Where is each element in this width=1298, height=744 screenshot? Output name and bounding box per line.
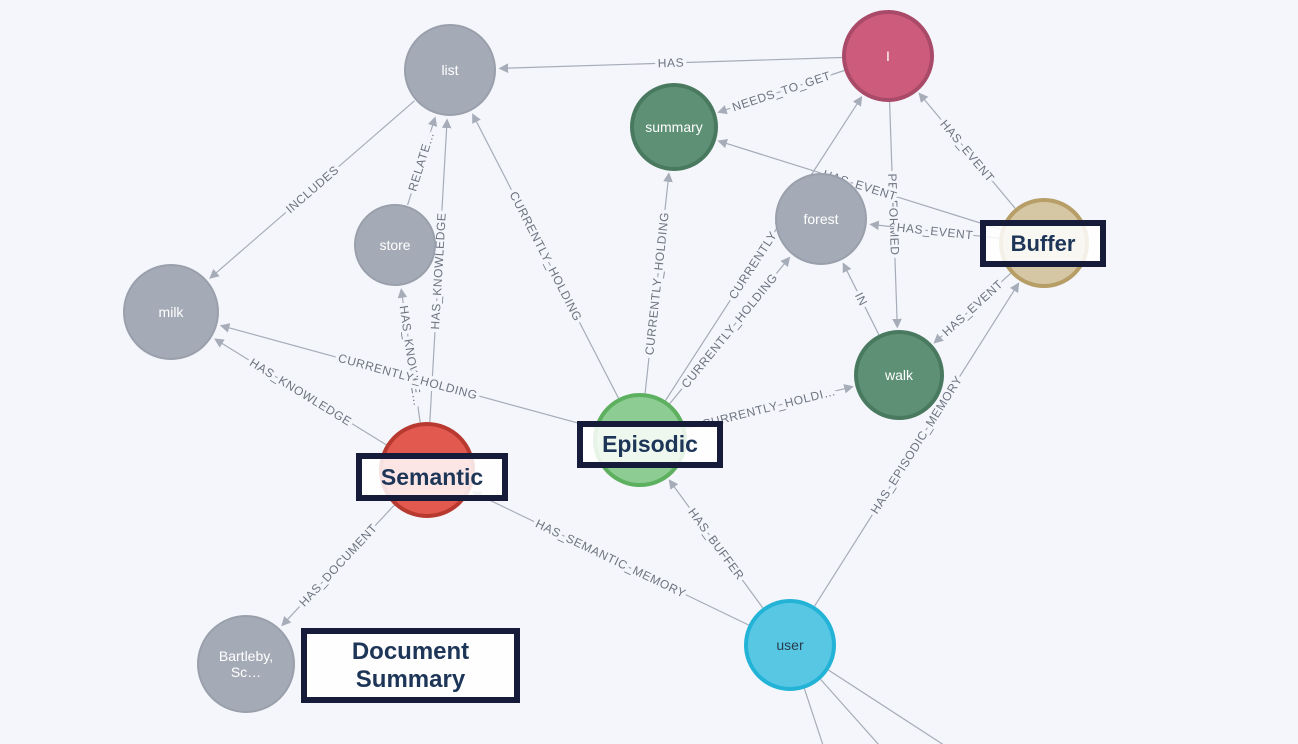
- edge-label-user-episodic: HAS_BUFFER: [685, 506, 747, 583]
- caption-document-summary: Document Summary: [301, 628, 520, 703]
- node-circle[interactable]: [842, 10, 934, 102]
- edge-episodic-milk[interactable]: [219, 323, 595, 429]
- edge-label-i-list: HAS: [658, 55, 685, 70]
- graph-node-walk[interactable]: walk: [854, 330, 944, 420]
- caption-episodic-label: Episodic: [602, 431, 698, 458]
- graph-node-i[interactable]: I: [842, 10, 934, 102]
- edge-label-user-semantic: HAS_SEMANTIC_MEMORY: [533, 516, 688, 600]
- edge-i-list[interactable]: [498, 56, 843, 73]
- graph-node-doc[interactable]: Bartleby,Sc…: [197, 615, 295, 713]
- node-label: forest: [803, 211, 838, 227]
- caption-buffer-label: Buffer: [1010, 230, 1076, 256]
- edge-label-semantic-doc: HAS_DOCUMENT: [296, 521, 380, 609]
- node-label: summary: [645, 119, 703, 135]
- graph-node-user[interactable]: user: [744, 599, 836, 691]
- edge-user-off1[interactable]: [803, 688, 845, 744]
- edge-semantic-milk[interactable]: [214, 338, 387, 446]
- edge-label-buffer-forest: HAS_EVENT: [896, 220, 974, 242]
- edge-semantic-list[interactable]: [429, 118, 452, 423]
- node-label: milk: [159, 304, 185, 320]
- edge-label-i-summary: NEEDS_TO_GET: [730, 68, 832, 114]
- edge-episodic-summary[interactable]: [644, 172, 673, 394]
- edge-label-buffer-walk: HAS_EVENT: [939, 277, 1005, 339]
- edge-label-episodic-summary: CURRENTLY_HOLDING: [642, 211, 671, 356]
- edge-user-semantic[interactable]: [471, 491, 749, 626]
- edge-label-walk-forest: IN: [852, 290, 870, 308]
- graph-node-summary[interactable]: summary: [630, 83, 718, 171]
- caption-semantic-label: Semantic: [380, 463, 484, 490]
- edge-label-list-milk: INCLUDES: [283, 163, 342, 216]
- node-circle[interactable]: [630, 83, 718, 171]
- edge-user-off2[interactable]: [820, 679, 927, 744]
- node-circle[interactable]: [744, 599, 836, 691]
- edge-buffer-walk[interactable]: [933, 272, 1012, 344]
- node-label: user: [776, 637, 804, 653]
- caption-semantic: Semantic: [356, 453, 508, 501]
- node-circle[interactable]: [404, 24, 496, 116]
- edge-user-buffer[interactable]: [814, 282, 1020, 607]
- edge-list-milk[interactable]: [209, 100, 415, 279]
- edge-buffer-i[interactable]: [918, 92, 1016, 209]
- graph-node-forest[interactable]: forest: [775, 173, 867, 265]
- caption-document-summary-label: Document Summary: [351, 637, 470, 693]
- edge-semantic-doc[interactable]: [281, 504, 395, 627]
- caption-episodic: Episodic: [577, 421, 723, 468]
- node-circle[interactable]: [854, 330, 944, 420]
- edge-user-episodic[interactable]: [668, 479, 764, 609]
- edge-episodic-i[interactable]: [664, 95, 863, 401]
- edge-store-list[interactable]: [407, 116, 438, 206]
- node-circle[interactable]: [354, 204, 436, 286]
- edge-user-off3[interactable]: [828, 669, 1009, 744]
- edge-label-episodic-list: CURRENTLY_HOLDING: [507, 189, 585, 323]
- node-circle[interactable]: [123, 264, 219, 360]
- caption-buffer: Buffer: [980, 220, 1106, 267]
- node-circle[interactable]: [197, 615, 295, 713]
- graph-node-store[interactable]: store: [354, 204, 436, 286]
- node-label: Bartleby,Sc…: [219, 648, 273, 680]
- edge-i-walk[interactable]: [889, 101, 902, 329]
- edge-label-semantic-store: HAS_KNOWLE…: [397, 305, 425, 408]
- node-label: I: [886, 48, 890, 64]
- edge-episodic-forest[interactable]: [669, 256, 791, 404]
- edge-semantic-store[interactable]: [397, 288, 421, 423]
- edge-label-semantic-milk: HAS_KNOWLEDGE: [247, 355, 354, 428]
- graph-node-milk[interactable]: milk: [123, 264, 219, 360]
- node-label: store: [379, 237, 410, 253]
- edge-walk-forest[interactable]: [842, 262, 880, 336]
- edge-buffer-forest[interactable]: [869, 220, 1000, 239]
- edge-label-store-list: RELATE…: [405, 130, 437, 193]
- edge-label-buffer-i: HAS_EVENT: [937, 117, 997, 185]
- edge-episodic-list[interactable]: [472, 113, 620, 399]
- edge-buffer-summary[interactable]: [717, 138, 1002, 231]
- graph-node-list[interactable]: list: [404, 24, 496, 116]
- edge-i-summary[interactable]: [717, 69, 845, 115]
- node-label: list: [441, 62, 458, 78]
- node-label: walk: [884, 367, 914, 383]
- node-circle[interactable]: [775, 173, 867, 265]
